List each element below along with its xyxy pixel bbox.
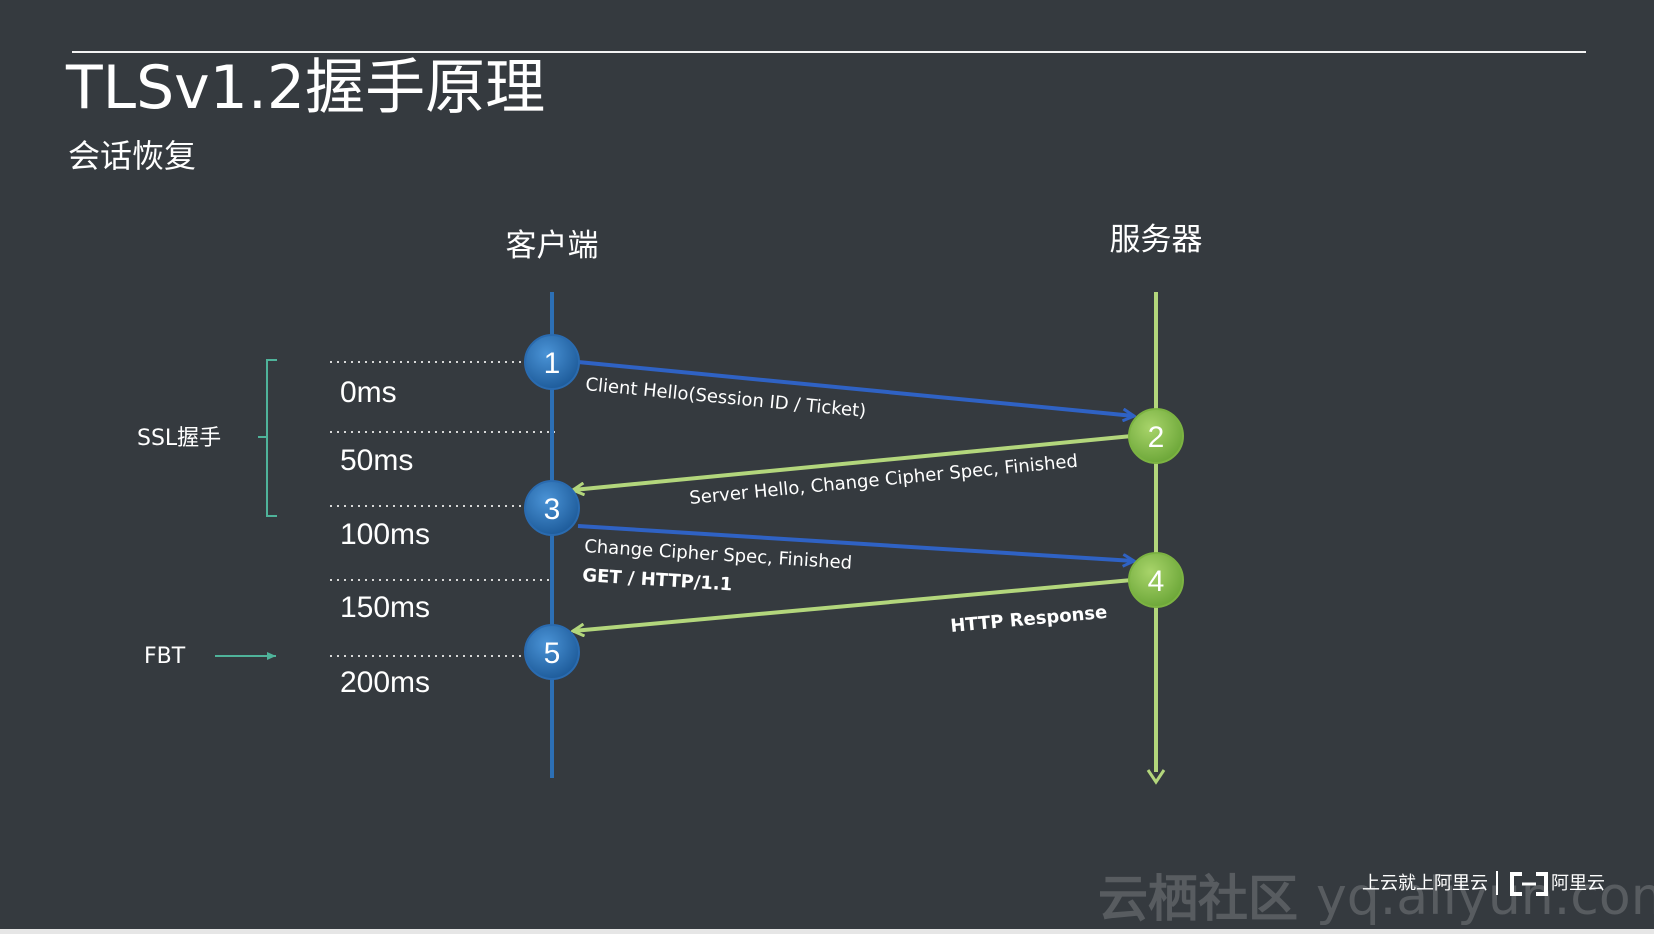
- message-http-get: GET / HTTP/1.1: [582, 565, 733, 595]
- time-label-150ms: 150ms: [340, 591, 430, 624]
- client-label: 客户端: [506, 228, 599, 264]
- footer-tagline: 上云就上阿里云: [1362, 873, 1488, 894]
- time-label-50ms: 50ms: [340, 444, 413, 477]
- message-client-hello: Client Hello(Session ID / Ticket): [585, 374, 868, 422]
- ssl-handshake-label: SSL握手: [137, 426, 221, 451]
- arrow-server-hello: [573, 434, 1133, 490]
- step-4-number: 4: [1148, 565, 1165, 598]
- footer-brand-name: 阿里云: [1551, 873, 1605, 894]
- step-3-number: 3: [544, 493, 561, 526]
- slide-subtitle: 会话恢复: [68, 137, 197, 175]
- watermark-cn: 云栖社区: [1098, 870, 1298, 928]
- time-label-100ms: 100ms: [340, 518, 430, 551]
- step-4-node: 4: [1128, 552, 1184, 608]
- step-5-node: 5: [524, 624, 580, 680]
- server-label: 服务器: [1110, 222, 1203, 258]
- step-5-number: 5: [544, 637, 561, 670]
- step-2-node: 2: [1128, 408, 1184, 464]
- title-rule: [72, 51, 1586, 53]
- time-label-0ms: 0ms: [340, 376, 397, 409]
- aliyun-logo-icon: [1510, 872, 1548, 896]
- message-http-response: HTTP Response: [950, 602, 1109, 637]
- slide-title: TLSv1.2握手原理: [66, 53, 546, 123]
- footer-band: [0, 929, 1654, 934]
- time-label-200ms: 200ms: [340, 666, 430, 699]
- arrow-http-response: [573, 578, 1133, 631]
- ssl-handshake-bracket: [258, 359, 277, 517]
- server-lifeline-arrowhead: [1146, 769, 1166, 785]
- step-2-number: 2: [1148, 421, 1165, 454]
- fbt-label: FBT: [144, 644, 186, 669]
- watermark-en: yq.aliyun.com: [1316, 867, 1654, 927]
- step-1-number: 1: [544, 347, 561, 380]
- step-3-node: 3: [524, 480, 580, 536]
- step-1-node: 1: [524, 334, 580, 390]
- arrow-client-finished: [577, 524, 1134, 561]
- arrow-client-hello: [577, 360, 1134, 416]
